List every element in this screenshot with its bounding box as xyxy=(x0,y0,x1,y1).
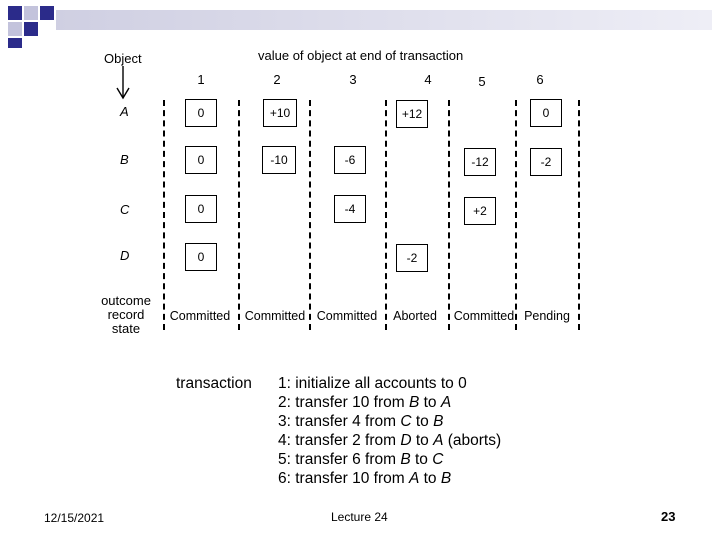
value-cell: +10 xyxy=(263,99,297,127)
value-cell: 0 xyxy=(185,99,217,127)
transaction-number: 4: xyxy=(278,432,296,449)
transaction-number: 2: xyxy=(278,394,296,411)
transaction-text: transfer 2 from xyxy=(295,432,401,449)
page-number: 23 xyxy=(661,509,676,524)
object-name: A xyxy=(408,470,420,487)
outcome-label-line: state xyxy=(111,321,141,336)
column-number: 4 xyxy=(424,72,432,87)
outcome-label-line: outcome xyxy=(101,293,151,308)
deco-square xyxy=(8,38,22,48)
deco-square xyxy=(40,6,54,20)
dashed-separator xyxy=(515,100,517,330)
deco-square xyxy=(8,6,22,20)
outcome-label: outcome record state xyxy=(94,294,158,336)
transaction-number: 6: xyxy=(278,470,296,487)
transaction-number: 3: xyxy=(278,413,296,430)
column-number: 5 xyxy=(478,74,486,89)
transaction-text: transfer 4 from xyxy=(295,413,401,430)
value-cell: +2 xyxy=(464,197,496,225)
object-name: A xyxy=(440,394,452,411)
value-cell: -2 xyxy=(530,148,562,176)
object-name: B xyxy=(440,470,452,487)
value-cell: 0 xyxy=(185,195,217,223)
object-name: B xyxy=(408,394,420,411)
value-cell: -4 xyxy=(334,195,366,223)
dashed-separator xyxy=(385,100,387,330)
column-number: 3 xyxy=(349,72,357,87)
down-arrow-icon xyxy=(116,66,130,100)
row-label: B xyxy=(120,152,129,167)
state-label: Committed xyxy=(453,309,515,323)
transaction-item: 4: transfer 2 from D to A (aborts) xyxy=(278,431,501,450)
object-label: Object xyxy=(104,51,142,66)
value-cell: 0 xyxy=(530,99,562,127)
deco-square xyxy=(8,22,22,36)
dashed-separator xyxy=(238,100,240,330)
deco-square xyxy=(24,22,38,36)
column-number: 2 xyxy=(273,72,281,87)
transaction-text: to xyxy=(410,451,433,468)
dashed-separator xyxy=(578,100,580,330)
object-name: C xyxy=(432,451,444,468)
transaction-text: to xyxy=(419,470,441,487)
footer-date: 12/15/2021 xyxy=(44,511,105,525)
column-number: 1 xyxy=(197,72,205,87)
value-cell: 0 xyxy=(185,243,217,271)
transaction-text: to xyxy=(419,394,441,411)
value-cell: -2 xyxy=(396,244,428,272)
state-label: Committed xyxy=(169,309,231,323)
column-number: 6 xyxy=(536,72,544,87)
object-name: D xyxy=(400,432,412,449)
dashed-separator xyxy=(448,100,450,330)
dashed-separator xyxy=(163,100,165,330)
state-label: Pending xyxy=(524,309,570,323)
object-name: C xyxy=(400,413,412,430)
transaction-item: 2: transfer 10 from B to A xyxy=(278,393,501,412)
state-label: Committed xyxy=(316,309,378,323)
transaction-item: 1: initialize all accounts to 0 xyxy=(278,374,501,393)
transaction-text: transfer 6 from xyxy=(295,451,401,468)
transaction-item: 6: transfer 10 from A to B xyxy=(278,469,501,488)
diagram-title: value of object at end of transaction xyxy=(258,48,464,63)
value-cell: -10 xyxy=(262,146,296,174)
outcome-label-line: record xyxy=(107,307,145,322)
transaction-item: 3: transfer 4 from C to B xyxy=(278,412,501,431)
transaction-heading: transaction xyxy=(176,375,252,392)
transaction-text: to xyxy=(411,432,434,449)
value-cell: -12 xyxy=(464,148,496,176)
object-name: B xyxy=(433,413,444,430)
transaction-number: 1: xyxy=(278,375,296,392)
value-cell: +12 xyxy=(396,100,428,128)
transaction-text: transfer 10 from xyxy=(295,394,409,411)
value-cell: -6 xyxy=(334,146,366,174)
value-cell: 0 xyxy=(185,146,217,174)
state-label: Aborted xyxy=(393,309,437,323)
transaction-item: 5: transfer 6 from B to C xyxy=(278,450,501,469)
transaction-text: to xyxy=(411,413,434,430)
deco-square xyxy=(24,6,38,20)
row-label: D xyxy=(120,248,130,263)
transaction-text: transfer 10 from xyxy=(295,470,409,487)
transaction-text: (aborts) xyxy=(443,432,502,449)
state-label: Committed xyxy=(244,309,306,323)
deco-bar xyxy=(56,10,712,30)
row-label: A xyxy=(120,104,129,119)
transaction-number: 5: xyxy=(278,451,296,468)
object-name: A xyxy=(433,432,444,449)
object-name: B xyxy=(400,451,411,468)
row-label: C xyxy=(120,202,130,217)
footer-center: Lecture 24 xyxy=(331,510,388,524)
transaction-text: initialize all accounts to 0 xyxy=(295,375,467,392)
dashed-separator xyxy=(309,100,311,330)
